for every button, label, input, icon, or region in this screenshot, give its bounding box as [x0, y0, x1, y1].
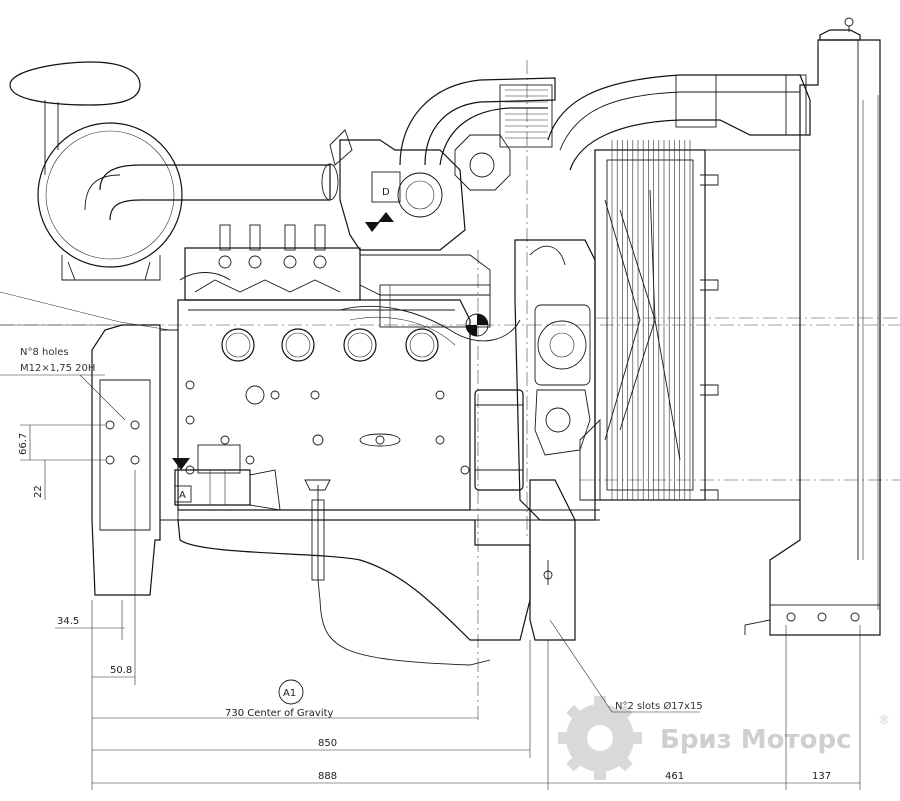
- exhaust-port-inner: [347, 332, 373, 358]
- dim-888: 888: [318, 771, 337, 782]
- block-hole: [185, 415, 195, 425]
- block-hole: [245, 455, 255, 465]
- dimensions: N°8 holes M12×1,75 20H 66.7 22 34.5 50.8…: [0, 321, 861, 790]
- note-center-of-gravity: 730 Center of Gravity: [225, 708, 334, 719]
- marker-d: D: [382, 187, 390, 198]
- watermark: Бриз Моторс ®: [558, 696, 890, 780]
- watermark-text: Бриз Моторс: [660, 725, 852, 755]
- dim-461: 461: [665, 771, 684, 782]
- markers: D A A1: [172, 187, 489, 705]
- dim-850: 850: [318, 738, 337, 749]
- injector-seat: [248, 255, 262, 269]
- injector: [249, 224, 261, 251]
- injector-seat: [313, 255, 327, 269]
- exhaust-port-inner: [285, 332, 311, 358]
- injector-seat: [218, 255, 232, 269]
- block-hole: [310, 390, 320, 400]
- dim-22: 22: [33, 485, 44, 498]
- radiator-bracket: [700, 489, 719, 501]
- pulley-grooves: [505, 89, 548, 139]
- injector: [284, 224, 296, 251]
- exhaust-ports: [221, 328, 439, 362]
- note-slots: N°2 slots Ø17x15: [615, 700, 703, 712]
- radiator-bracket: [700, 174, 719, 186]
- datum-triangle-a: [172, 458, 190, 470]
- block-hole: [185, 380, 195, 390]
- dim-66-7: 66.7: [18, 433, 29, 455]
- radiator: [547, 17, 881, 636]
- dim-50-8: 50.8: [110, 665, 132, 676]
- injector: [219, 224, 231, 251]
- radiator-fins: [611, 140, 719, 501]
- injector: [314, 224, 326, 251]
- radiator-bracket: [700, 384, 719, 396]
- datum-triangle-d: [378, 212, 394, 222]
- marker-a1: A1: [283, 688, 296, 699]
- gear-logo-icon: [558, 696, 642, 780]
- exhaust-port: [221, 328, 255, 362]
- block-hole: [435, 390, 445, 400]
- air-cleaner: [9, 61, 183, 281]
- manifold: [184, 224, 491, 328]
- engine-block: [177, 299, 600, 666]
- exhaust-port: [343, 328, 377, 362]
- turbocharger: [329, 77, 556, 251]
- dim-34-5: 34.5: [57, 616, 79, 627]
- block-holes: [185, 380, 470, 475]
- exhaust-port-inner: [225, 332, 251, 358]
- note-holes-count: N°8 holes: [20, 347, 69, 358]
- watermark-registered: ®: [878, 713, 890, 727]
- injector-seat: [283, 255, 297, 269]
- block-hole: [460, 465, 470, 475]
- exhaust-port: [405, 328, 439, 362]
- exhaust-port-inner: [409, 332, 435, 358]
- timing-cover: [514, 239, 601, 641]
- intake-pipe: [84, 163, 339, 221]
- dim-137: 137: [812, 771, 831, 782]
- injectors: [218, 224, 327, 269]
- block-hole: [220, 435, 230, 445]
- block-hole: [435, 435, 445, 445]
- block-hole: [270, 390, 280, 400]
- exhaust-port: [281, 328, 315, 362]
- hoses-and-wiring: [0, 245, 566, 346]
- note-holes-thread: M12×1,75 20H: [20, 363, 95, 374]
- radiator-bracket: [700, 279, 719, 291]
- marker-a: A: [179, 490, 186, 501]
